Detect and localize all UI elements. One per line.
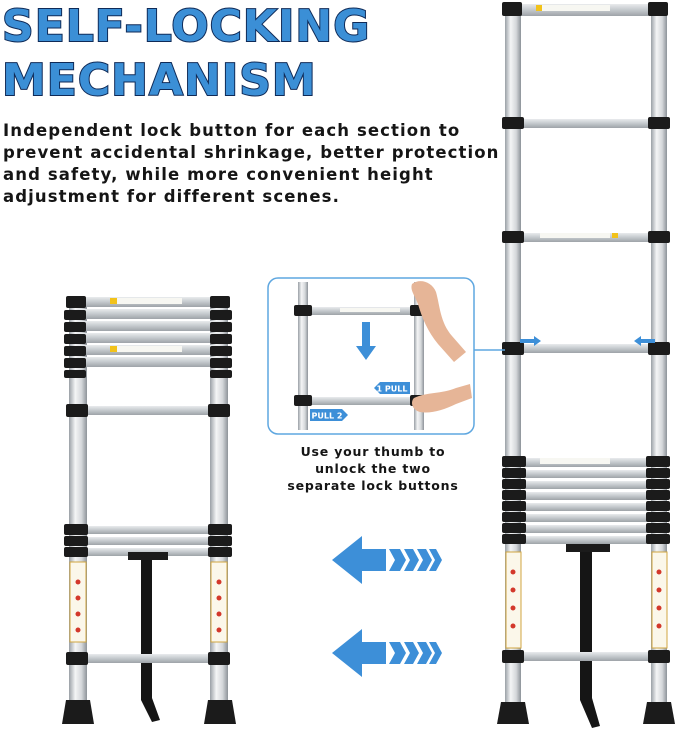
pull-label-2: PULL 2 bbox=[312, 412, 343, 421]
title-line-1: SELF-LOCKING bbox=[1, 1, 371, 53]
right-arrow-icon bbox=[310, 409, 348, 421]
big-left-arrow-upper bbox=[332, 536, 442, 584]
left-arrow-icon bbox=[374, 382, 410, 394]
left-arrow-icon bbox=[332, 536, 386, 584]
extended-ladder bbox=[497, 2, 675, 728]
big-left-arrow-lower bbox=[332, 629, 442, 677]
description-text: Independent lock button for each section… bbox=[3, 121, 500, 206]
collapsed-ladder bbox=[62, 296, 236, 724]
pull-label-1: 1 PULL bbox=[377, 385, 408, 394]
down-arrow-icon bbox=[356, 322, 376, 360]
inset-caption: Use your thumb to unlock the two separat… bbox=[287, 444, 459, 493]
title-line-2: MECHANISM bbox=[1, 55, 317, 107]
right-arrow-icon bbox=[520, 336, 541, 346]
collapsed-rung-stack-top bbox=[78, 297, 220, 367]
left-arrow-icon bbox=[634, 336, 655, 346]
lock-button-inset: 1 PULL PULL 2 bbox=[267, 277, 505, 435]
left-arrow-icon bbox=[332, 629, 386, 677]
